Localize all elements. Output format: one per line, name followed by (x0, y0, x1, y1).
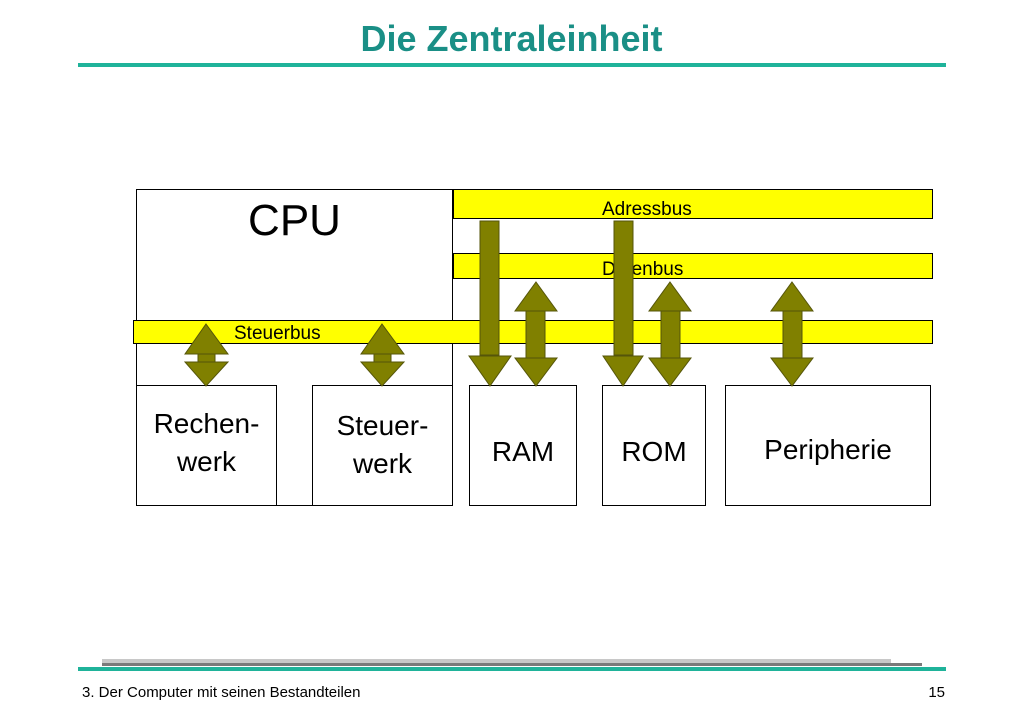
data-arrow-rom (648, 281, 692, 387)
control-unit-label-line2: werk (352, 448, 413, 479)
page-number: 15 (928, 684, 945, 701)
cpu-label: CPU (248, 196, 341, 245)
address-bus-label: Adressbus (602, 199, 692, 220)
control-unit-label-line1: Steuer- (336, 410, 429, 441)
page-title: Die Zentraleinheit (360, 18, 663, 59)
address-arrow-rom (602, 220, 644, 387)
ram-box: RAM (469, 385, 577, 506)
data-arrow-ram (514, 281, 558, 387)
footer-rule-dark (102, 663, 922, 666)
footer-text: 3. Der Computer mit seinen Bestandteilen (82, 684, 361, 701)
title-divider (78, 63, 946, 67)
rom-box: ROM (602, 385, 706, 506)
address-arrow-ram (468, 220, 512, 387)
peripherals-box: Peripherie (725, 385, 931, 506)
control-bus-label: Steuerbus (234, 323, 321, 344)
footer-rule-light (102, 659, 891, 663)
footer-rule-accent (78, 667, 946, 671)
control-arrow-control-unit (359, 323, 406, 387)
peripherals-label: Peripherie (764, 434, 892, 465)
alu-label-line1: Rechen- (153, 408, 260, 439)
data-arrow-peripherals (770, 281, 814, 387)
control-unit-box: Steuer- werk (312, 385, 453, 506)
ram-label: RAM (491, 436, 555, 467)
control-arrow-alu (183, 323, 230, 387)
address-bus: Adressbus (453, 189, 933, 219)
rom-label: ROM (621, 436, 687, 467)
alu-label-line2: werk (176, 446, 237, 477)
